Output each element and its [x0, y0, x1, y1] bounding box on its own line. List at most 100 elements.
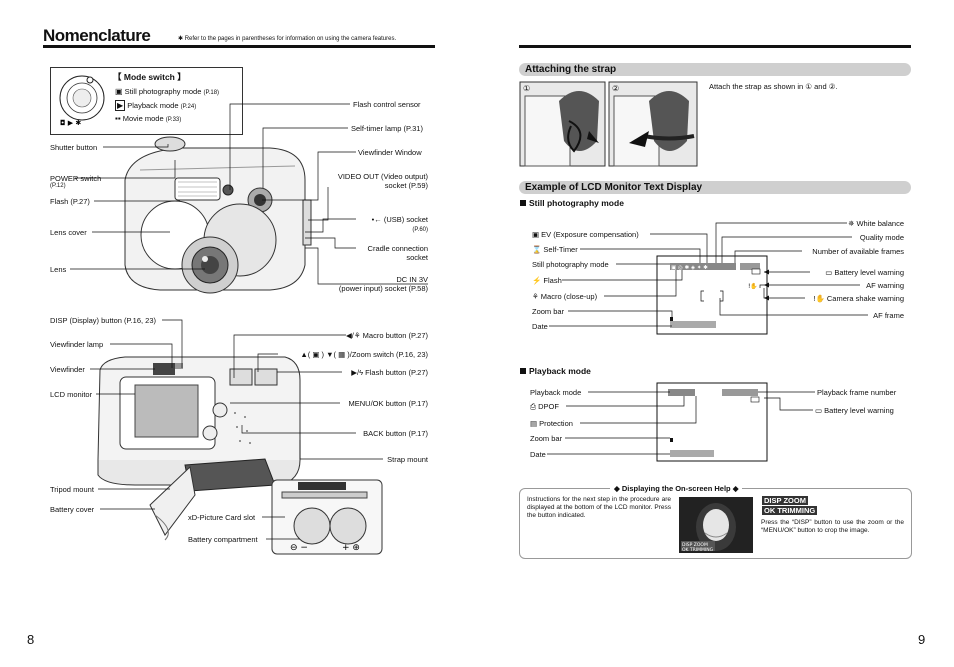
lcd-label-zoom-bar: Zoom bar: [532, 307, 565, 316]
mode-item-page: (P.18): [203, 90, 220, 96]
usb-line1: •← (USB) socket: [371, 215, 428, 224]
svg-text:▣ ◎ ✱ ◈ ✦ ✱: ▣ ◎ ✱ ◈ ✦ ✱: [671, 264, 708, 271]
still-mode-heading: Still photography mode: [520, 198, 624, 208]
lcd-label-battery: ▭ Battery level warning: [825, 268, 904, 277]
svg-text:◘ ▶ ✱: ◘ ▶ ✱: [60, 119, 81, 127]
camera-back-illustration: [97, 356, 301, 541]
label-back-button: BACK button (P.17): [363, 429, 428, 438]
mode-item-playback: ▶ Playback mode (P.24): [115, 100, 197, 112]
onscreen-help-text: Instructions for the next step in the pr…: [527, 496, 671, 519]
lcd-label-quality: Quality mode: [859, 233, 904, 242]
play-label-dpof: ⎙ DPOF: [530, 402, 559, 411]
dc-line2: (power input) socket (P.58): [338, 284, 428, 293]
lcd-label-flash: ⚡ Flash: [532, 276, 562, 285]
video-out-line2: socket (P.59): [384, 181, 428, 190]
playback-lcd-screen: [656, 382, 768, 462]
dc-line1: DC IN 3V: [396, 275, 428, 284]
left-top-rule: [43, 45, 435, 48]
label-viewfinder-window: Viewfinder Window: [358, 148, 422, 157]
camera-front-illustration: [124, 136, 312, 294]
label-viewfinder-lamp: Viewfinder lamp: [50, 340, 104, 349]
label-self-timer-lamp: Self-timer lamp (P.31): [351, 124, 423, 133]
label-zoom-switch: ▲( ▣ ) ▼( ▦ )/Zoom switch (P.16, 23): [300, 350, 428, 359]
right-top-rule: [519, 45, 911, 48]
strap-heading-bar: Attaching the strap: [519, 63, 911, 76]
help-photo: DISP ZOOM OK TRIMMING: [679, 497, 753, 553]
play-label-mode: Playback mode: [530, 388, 582, 397]
label-menu-ok-button: MENU/OK button (P.17): [348, 399, 428, 408]
lcd-label-still-mode: Still photography mode: [532, 260, 609, 269]
play-label-zoom-bar: Zoom bar: [530, 434, 563, 443]
label-lens-cover: Lens cover: [50, 228, 87, 237]
play-label-protection: ▤ Protection: [530, 419, 573, 428]
label-viewfinder: Viewfinder: [50, 365, 85, 374]
playback-icon: ▶: [115, 100, 126, 111]
label-dc-in: DC IN 3V(power input) socket (P.58): [300, 275, 428, 293]
page-number-left: 8: [27, 632, 35, 647]
svg-text:DISP ZOOM: DISP ZOOM: [682, 542, 708, 548]
mode-item-page: (P.33): [165, 117, 182, 123]
play-label-battery: ▭ Battery level warning: [815, 406, 894, 415]
lcd-label-frames: Number of available frames: [812, 247, 904, 256]
label-battery-compartment: Battery compartment: [188, 535, 258, 544]
onscreen-help-heading: ◆ Displaying the On-screen Help ◆: [610, 484, 743, 493]
lcd-label-af-warning: AF warning: [866, 281, 904, 290]
help-ok-trimming-badge: OK TRIMMING: [762, 506, 818, 515]
label-power-page: (P.12): [50, 183, 66, 189]
svg-text:OK TRIMMING: OK TRIMMING: [682, 547, 714, 553]
movie-icon: ▪▪: [115, 114, 121, 123]
camera-icon: ▣: [115, 87, 123, 96]
mode-item-label: Still photography mode: [124, 87, 204, 96]
battery-compartment-inset: ⊖ − + ⊕: [271, 479, 383, 555]
strap-fig1-number: ①: [523, 84, 531, 93]
mode-item-label: Playback mode: [127, 101, 181, 110]
label-video-out: VIDEO OUT (Video output)socket (P.59): [300, 172, 428, 190]
page-number-right: 9: [918, 632, 926, 647]
label-tripod-mount: Tripod mount: [50, 485, 94, 494]
mode-item-page: (P.24): [180, 104, 197, 110]
lcd-label-date: Date: [532, 322, 548, 331]
mode-item-movie: ▪▪ Movie mode (P.33): [115, 114, 181, 125]
label-disp-button: DISP (Display) button (P.16, 23): [50, 316, 157, 325]
label-power-switch: POWER switch: [50, 174, 102, 183]
mode-item-label: Movie mode: [122, 114, 166, 123]
mode-item-still: ▣ Still photography mode (P.18): [115, 87, 219, 98]
label-macro-button: ◀/⚘ Macro button (P.27): [346, 331, 428, 340]
lcd-heading-bar: Example of LCD Monitor Text Display: [519, 181, 911, 194]
help-right-text: Press the “DISP” button to use the zoom …: [761, 519, 904, 534]
playback-mode-heading: Playback mode: [520, 366, 591, 376]
strap-heading: Attaching the strap: [525, 64, 617, 75]
label-strap-mount: Strap mount: [387, 455, 428, 464]
bullet-square: [520, 200, 526, 206]
play-label-frame-number: Playback frame number: [817, 388, 897, 397]
label-xd-card-slot: xD-Picture Card slot: [188, 513, 256, 522]
play-label-date: Date: [530, 450, 546, 459]
label-flash: Flash (P.27): [50, 197, 90, 206]
svg-text:!✋: !✋: [748, 282, 758, 290]
mode-switch-box: [50, 67, 243, 135]
lcd-heading: Example of LCD Monitor Text Display: [525, 182, 703, 193]
lcd-label-camera-shake: !✋ Camera shake warning: [813, 294, 904, 303]
page-title: Nomenclature: [43, 26, 151, 45]
lcd-label-macro: ⚘ Macro (close-up): [532, 292, 598, 301]
label-battery-cover: Battery cover: [50, 505, 95, 514]
label-shutter-button: Shutter button: [50, 143, 98, 152]
lcd-label-self-timer: ⌛ Self-Timer: [532, 245, 578, 254]
label-flash-button: ▶/ϟ Flash button (P.27): [351, 368, 428, 377]
strap-illustrations: [519, 81, 698, 167]
usb-line2: (P.60): [412, 227, 428, 233]
svg-text:⊖ −: ⊖ −: [290, 543, 308, 553]
label-lens: Lens: [50, 265, 67, 274]
cradle-line2: socket: [406, 253, 428, 262]
cradle-line1: Cradle connection: [367, 244, 428, 253]
strap-fig2-number: ②: [612, 84, 620, 93]
video-out-line1: VIDEO OUT (Video output): [337, 172, 428, 181]
still-lcd-screen: ▣ ◎ ✱ ◈ ✦ ✱ !✋: [656, 255, 768, 335]
label-usb-socket: •← (USB) socket (P.60): [300, 215, 428, 235]
label-lcd-monitor: LCD monitor: [50, 390, 93, 399]
